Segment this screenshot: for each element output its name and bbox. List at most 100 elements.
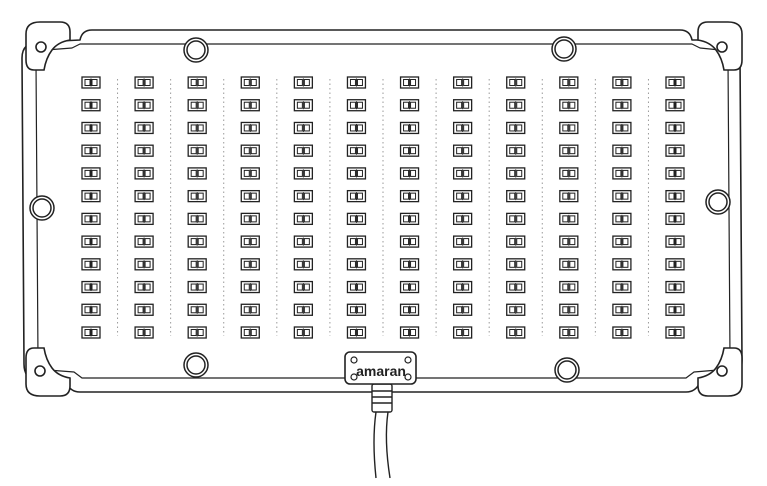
led-chip [240,121,260,135]
mount-hole-top-right [551,36,577,62]
led-chip [187,258,207,271]
led-chip [81,235,101,248]
led-chip [665,235,685,248]
led-chip [81,303,101,316]
led-chip [612,280,632,294]
led-chip [293,303,314,316]
led-chip [665,99,685,112]
led-chip [293,280,314,294]
mount-hole-left [29,195,55,221]
led-chip [559,280,579,294]
led-chip [399,326,420,339]
led-chip [665,189,685,203]
led-chip [187,144,207,157]
led-chip [559,99,579,112]
led-chip [187,99,207,112]
led-chip [452,121,473,135]
led-chip [399,144,420,157]
led-chip [240,144,260,157]
led-chip [81,212,101,226]
led-chip [293,212,314,226]
led-chip [240,326,260,339]
led-chip [134,326,154,339]
led-chip [612,212,632,226]
led-chip [240,167,260,180]
led-chip [134,212,154,226]
led-chip [134,189,154,203]
led-grid [81,76,685,339]
led-chip [346,303,367,316]
led-chip [612,258,632,271]
led-chip [452,189,473,203]
led-chip [240,99,260,112]
led-chip [187,303,207,316]
led-chip [81,99,101,112]
mount-hole-right [705,189,731,215]
led-chip [134,280,154,294]
led-chip [346,189,367,203]
led-chip [452,212,473,226]
led-chip [134,99,154,112]
led-chip [346,258,367,271]
led-chip [293,99,314,112]
mount-hole-bottom-left [183,352,209,378]
led-chip [612,121,632,135]
led-chip [399,189,420,203]
led-chip [506,258,526,271]
led-chip [452,303,473,316]
mounting-holes [29,36,731,383]
led-chip [187,212,207,226]
led-chip [81,121,101,135]
led-chip [346,280,367,294]
led-chip [559,76,579,89]
led-chip [240,280,260,294]
led-chip [452,235,473,248]
led-chip [452,167,473,180]
led-chip [81,280,101,294]
led-chip [187,167,207,180]
led-chip [506,167,526,180]
led-chip [559,167,579,180]
led-chip [665,258,685,271]
led-chip [134,167,154,180]
led-chip [559,326,579,339]
led-chip [506,189,526,203]
led-chip [187,326,207,339]
led-chip [240,76,260,89]
led-chip [399,76,420,89]
led-chip [81,326,101,339]
led-chip [399,212,420,226]
led-chip [134,258,154,271]
led-chip [293,235,314,248]
led-chip [81,189,101,203]
led-chip [240,258,260,271]
led-chip [293,167,314,180]
led-chip [452,99,473,112]
led-chip [399,99,420,112]
led-chip [612,326,632,339]
led-chip [665,280,685,294]
corner-brackets [25,21,743,397]
led-chip [346,76,367,89]
led-chip [506,235,526,248]
led-chip [187,235,207,248]
led-chip [134,303,154,316]
led-chip [187,76,207,89]
led-chip [399,303,420,316]
corner-bracket-bottom-left [25,347,71,397]
led-chip [81,167,101,180]
led-chip [346,326,367,339]
led-chip [452,258,473,271]
led-chip [506,303,526,316]
brand-connector-plate: amaran [344,351,417,385]
led-chip [559,303,579,316]
led-chip [559,144,579,157]
led-chip [187,189,207,203]
led-chip [506,144,526,157]
brand-label: amaran [356,363,406,379]
led-chip [293,258,314,271]
mount-hole-bottom-right [554,357,580,383]
led-chip [665,303,685,316]
led-chip [612,144,632,157]
led-chip [506,121,526,135]
